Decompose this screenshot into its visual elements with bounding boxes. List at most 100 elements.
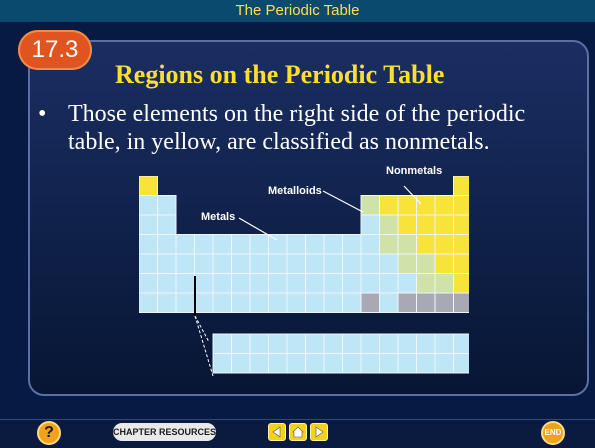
- noble-cell: [360, 292, 380, 313]
- metals-cell: [342, 234, 362, 255]
- metals-cell: [268, 234, 288, 255]
- f-block-cell: [360, 333, 380, 354]
- end-button[interactable]: END: [541, 421, 565, 445]
- help-button[interactable]: ?: [37, 421, 61, 445]
- metals-cell: [138, 195, 158, 216]
- metals-cell: [157, 214, 177, 235]
- metals-cell: [360, 253, 380, 274]
- metals-cell: [249, 253, 269, 274]
- metals-cell: [323, 292, 343, 313]
- prev-button[interactable]: [268, 423, 286, 441]
- metals-cell: [305, 273, 325, 294]
- slide-title: Regions on the Periodic Table: [115, 60, 445, 89]
- metals-cell: [231, 234, 251, 255]
- nonmetals-cell: [138, 175, 158, 196]
- noble-cell: [397, 292, 417, 313]
- metals-cell: [175, 292, 195, 313]
- metals-cell: [286, 292, 306, 313]
- f-block-cell: [342, 353, 362, 374]
- nonmetals-cell: [453, 253, 473, 274]
- table-cells: [138, 175, 473, 374]
- left-arrow-icon: [272, 426, 281, 438]
- periodic-table-diagram: Nonmetals Metalloids Metals: [138, 165, 473, 377]
- section-badge: 17.3: [18, 30, 92, 70]
- metals-cell: [231, 292, 251, 313]
- f-block-cell: [416, 333, 436, 354]
- metalloids-cell: [379, 214, 399, 235]
- metals-cell: [231, 253, 251, 274]
- nonmetals-cell: [434, 234, 454, 255]
- metals-cell: [305, 253, 325, 274]
- nonmetals-cell: [416, 195, 436, 216]
- metals-cell: [138, 234, 158, 255]
- chapter-resources-button[interactable]: CHAPTER RESOURCES: [113, 423, 216, 441]
- nonmetals-pointer-line: [403, 185, 422, 205]
- metals-cell: [175, 253, 195, 274]
- noble-cell: [416, 292, 436, 313]
- metals-cell: [194, 253, 214, 274]
- metals-cell: [268, 253, 288, 274]
- f-block-cell: [249, 333, 269, 354]
- metals-cell: [212, 292, 232, 313]
- header-title: The Periodic Table: [235, 2, 360, 19]
- metalloids-cell: [379, 234, 399, 255]
- metals-cell: [249, 273, 269, 294]
- metals-cell: [138, 292, 158, 313]
- nonmetals-cell: [379, 195, 399, 216]
- home-icon: [292, 426, 304, 438]
- metals-cell: [157, 195, 177, 216]
- metals-cell: [194, 234, 214, 255]
- header-bar: The Periodic Table: [0, 0, 595, 22]
- next-button[interactable]: [310, 423, 328, 441]
- metals-cell: [342, 253, 362, 274]
- metals-cell: [305, 234, 325, 255]
- metals-cell: [175, 273, 195, 294]
- metals-cell: [138, 214, 158, 235]
- metalloids-label: Metalloids: [268, 185, 322, 197]
- periodic-table-svg: [138, 175, 473, 377]
- f-block-cell: [268, 333, 288, 354]
- right-arrow-icon: [315, 426, 324, 438]
- nonmetals-cell: [434, 214, 454, 235]
- metals-cell: [157, 234, 177, 255]
- f-block-cell: [305, 333, 325, 354]
- metals-cell: [249, 292, 269, 313]
- nonmetals-cell: [453, 195, 473, 216]
- bullet-item: • Those elements on the right side of th…: [38, 100, 580, 156]
- metals-cell: [342, 273, 362, 294]
- f-block-cell: [379, 353, 399, 374]
- metals-cell: [286, 234, 306, 255]
- f-block-connector-2: [194, 315, 214, 377]
- metals-cell: [286, 253, 306, 274]
- metalloids-pointer-line: [322, 190, 364, 213]
- f-block-cell: [286, 353, 306, 374]
- metals-cell: [323, 234, 343, 255]
- metals-cell: [157, 273, 177, 294]
- nonmetals-cell: [416, 214, 436, 235]
- metals-cell: [138, 273, 158, 294]
- f-block-connector: [194, 315, 210, 343]
- metals-cell: [379, 273, 399, 294]
- metals-cell: [175, 234, 195, 255]
- metals-cell: [379, 253, 399, 274]
- home-button[interactable]: [289, 423, 307, 441]
- metals-cell: [249, 234, 269, 255]
- metals-cell: [323, 273, 343, 294]
- metals-cell: [268, 292, 288, 313]
- f-block-cell: [416, 353, 436, 374]
- nonmetals-cell: [397, 195, 417, 216]
- f-block-cell: [453, 353, 473, 374]
- f-block-cell: [249, 353, 269, 374]
- metalloids-cell: [360, 195, 380, 216]
- f-block-cell: [231, 333, 251, 354]
- metals-cell: [360, 234, 380, 255]
- nonmetals-cell: [434, 195, 454, 216]
- f-block-cell: [323, 333, 343, 354]
- metals-pointer-line: [238, 217, 278, 241]
- f-block-cell: [434, 333, 454, 354]
- metals-cell: [231, 273, 251, 294]
- metalloids-cell: [397, 253, 417, 274]
- f-block-cell: [434, 353, 454, 374]
- metals-cell: [194, 273, 214, 294]
- metals-cell: [212, 234, 232, 255]
